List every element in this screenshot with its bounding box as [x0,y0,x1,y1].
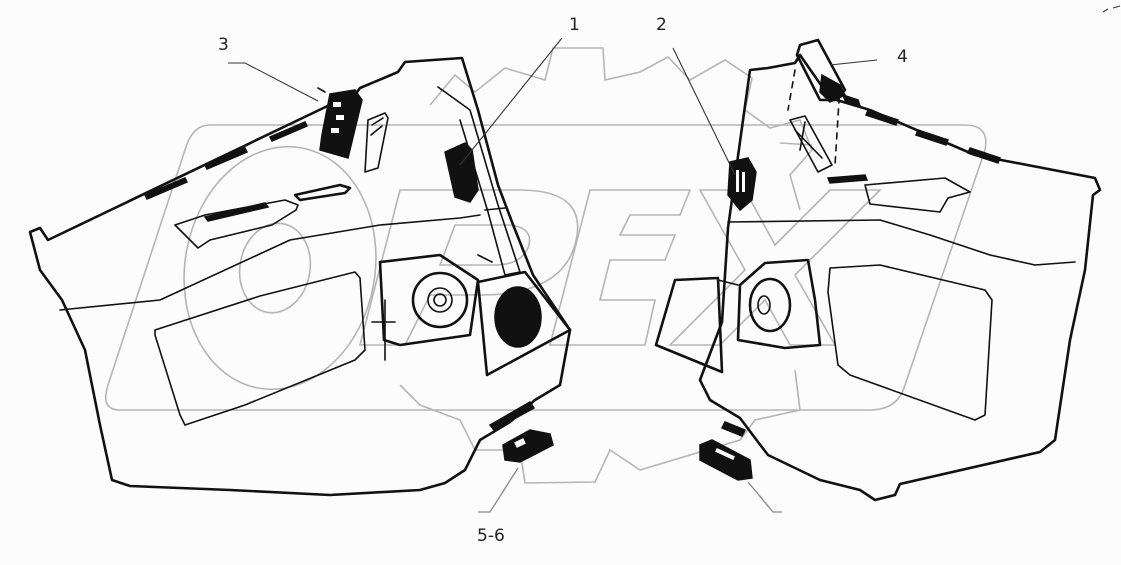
callout-leaders [228,37,878,513]
leader-2 [672,47,736,176]
leader-3 [228,62,319,102]
left-door-handle [364,112,389,173]
left-window-switch [317,87,363,159]
callout-label-5-6: 5-6 [477,526,505,546]
left-door-panel [28,56,572,497]
right-window-switch [795,38,862,108]
left-tweeter-grille [444,142,479,203]
left-courtesy-lamp [488,400,554,463]
callout-label-2: 2 [656,15,667,35]
callout-label-1: 1 [569,15,580,35]
right-speaker-grille [654,276,739,374]
right-courtesy-lamp [699,421,753,481]
right-speaker [736,258,822,350]
leader-4 [829,59,878,66]
watermark-opex-text [104,124,987,411]
right-door-panel [698,53,1102,502]
stray-mark [1102,5,1121,13]
leader-5-6-right [747,481,782,513]
callout-label-4: 4 [897,47,908,67]
leader-1 [459,37,563,166]
leader-5-6-left [478,467,519,513]
watermark-gear-icon [399,47,813,484]
left-speaker-grille [476,254,572,377]
left-speaker [371,253,480,361]
right-tweeter-grille [727,157,757,212]
callout-label-3: 3 [218,35,229,55]
